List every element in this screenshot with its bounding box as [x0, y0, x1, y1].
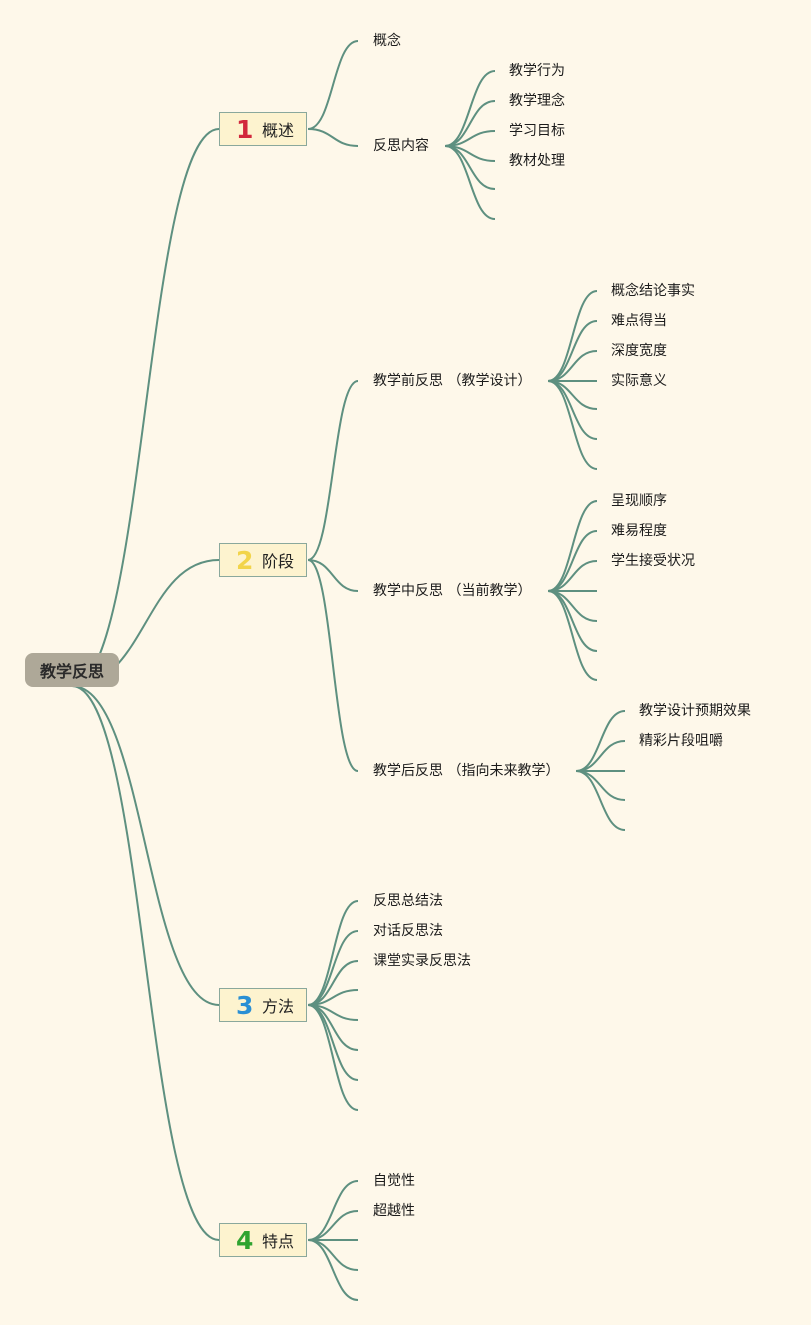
- connector-curve: [307, 559, 359, 592]
- topic-learning-goals[interactable]: 学习目标: [509, 123, 565, 139]
- connector-curve: [307, 1239, 359, 1301]
- number-2-icon: 2: [236, 545, 254, 575]
- branch-methods-label: 方法: [262, 997, 295, 1016]
- branch-stages-label: 阶段: [262, 552, 295, 571]
- connector-curve: [547, 500, 598, 592]
- branch-methods[interactable]: 3 方法: [219, 988, 307, 1022]
- topic-presentation-order[interactable]: 呈现顺序: [611, 493, 667, 509]
- topic-transcendence[interactable]: 超越性: [373, 1203, 415, 1219]
- topic-teaching-behavior[interactable]: 教学行为: [509, 63, 565, 79]
- branch-stages[interactable]: 2 阶段: [219, 543, 307, 577]
- root-topic-label: 教学反思: [39, 662, 104, 681]
- topic-teaching-philosophy[interactable]: 教学理念: [509, 93, 565, 109]
- topic-material-handling[interactable]: 教材处理: [509, 153, 565, 169]
- connector-curve: [71, 685, 220, 1241]
- connector-curve: [307, 1239, 359, 1271]
- connector-curve: [444, 70, 496, 147]
- connector-curve: [307, 1004, 359, 1111]
- number-3-icon: 3: [236, 990, 254, 1020]
- topic-concepts-facts[interactable]: 概念结论事实: [611, 283, 695, 299]
- topic-student-acceptance[interactable]: 学生接受状况: [611, 553, 695, 569]
- connector-curve: [444, 145, 496, 220]
- connector-curve: [307, 930, 359, 1006]
- topic-difficulty-level[interactable]: 难易程度: [611, 523, 667, 539]
- topic-highlight-review[interactable]: 精彩片段咀嚼: [639, 733, 723, 749]
- connector-curve: [307, 128, 359, 147]
- connector-curve: [307, 380, 359, 561]
- topic-concept[interactable]: 概念: [373, 33, 401, 49]
- connector-curve: [575, 770, 626, 831]
- branch-overview-label: 概述: [262, 121, 295, 140]
- connector-curve: [307, 1210, 359, 1241]
- connector-curve: [547, 380, 598, 440]
- topic-post-teaching-reflection[interactable]: 教学后反思 （指向未来教学）: [373, 763, 560, 779]
- connector-curve: [307, 559, 359, 772]
- branch-features[interactable]: 4 特点: [219, 1223, 307, 1257]
- topic-expected-effect[interactable]: 教学设计预期效果: [639, 703, 751, 719]
- connector-curve: [547, 530, 598, 592]
- connector-curve: [547, 590, 598, 681]
- topic-self-awareness[interactable]: 自觉性: [373, 1173, 415, 1189]
- topic-in-teaching-reflection[interactable]: 教学中反思 （当前教学）: [373, 583, 532, 599]
- branch-features-label: 特点: [262, 1232, 295, 1251]
- number-1-icon: 1: [236, 114, 254, 144]
- topic-recording-method[interactable]: 课堂实录反思法: [373, 953, 471, 969]
- connector-curve: [71, 685, 220, 1006]
- connector-curve: [307, 900, 359, 1006]
- connector-curve: [307, 1004, 359, 1081]
- root-topic[interactable]: 教学反思: [25, 653, 119, 687]
- connector-curve: [307, 1180, 359, 1241]
- topic-depth-breadth[interactable]: 深度宽度: [611, 343, 667, 359]
- topic-dialogue-method[interactable]: 对话反思法: [373, 923, 443, 939]
- connector-curve: [71, 128, 220, 687]
- connector-curve: [575, 770, 626, 801]
- topic-reflection-content[interactable]: 反思内容: [373, 138, 429, 154]
- topic-pre-teaching-reflection[interactable]: 教学前反思 （教学设计）: [373, 373, 532, 389]
- connector-curve: [547, 590, 598, 652]
- number-4-icon: 4: [236, 1225, 254, 1255]
- connector-curve: [547, 320, 598, 382]
- connector-curve: [575, 710, 626, 772]
- topic-summary-method[interactable]: 反思总结法: [373, 893, 443, 909]
- connector-curve: [307, 40, 359, 130]
- topic-practical-meaning[interactable]: 实际意义: [611, 373, 667, 389]
- connector-curve: [547, 290, 598, 382]
- branch-overview[interactable]: 1 概述: [219, 112, 307, 146]
- topic-difficulty-appropriate[interactable]: 难点得当: [611, 313, 667, 329]
- connector-curve: [575, 740, 626, 772]
- connector-curve: [547, 380, 598, 470]
